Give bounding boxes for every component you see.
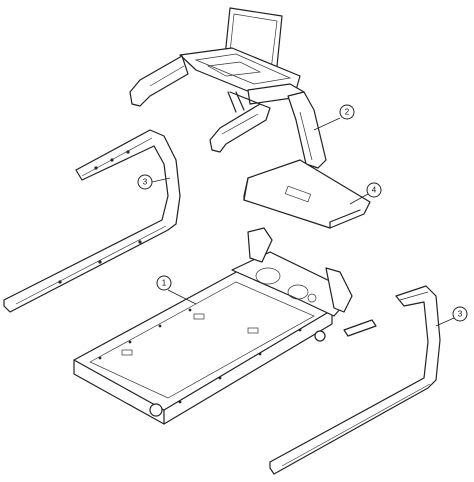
motor-hood-body [243, 159, 371, 229]
callout-3-left: 3 [137, 174, 171, 190]
callout-4: 4 [349, 182, 382, 205]
right-rail-body [269, 285, 441, 475]
callout-label-4: 4 [372, 186, 377, 195]
right-upright-post [287, 91, 327, 169]
motor-hood [243, 159, 371, 229]
callout-1: 1 [156, 275, 197, 305]
left-side-rail [3, 129, 181, 313]
rail-end-cap [343, 319, 377, 337]
callout-label-3-right: 3 [458, 310, 463, 319]
main-frame-deck [73, 227, 353, 425]
left-upright-post [209, 91, 271, 153]
right-side-rail [269, 285, 441, 475]
callout-label-1: 1 [162, 279, 167, 288]
callout-label-3-left: 3 [143, 178, 148, 187]
callout-label-2: 2 [345, 108, 350, 117]
left-rail-body [3, 129, 181, 313]
callout-3-right: 3 [435, 306, 468, 327]
upright-mount [247, 227, 273, 263]
callout-2: 2 [313, 104, 355, 131]
console-upright-assembly [129, 7, 327, 169]
